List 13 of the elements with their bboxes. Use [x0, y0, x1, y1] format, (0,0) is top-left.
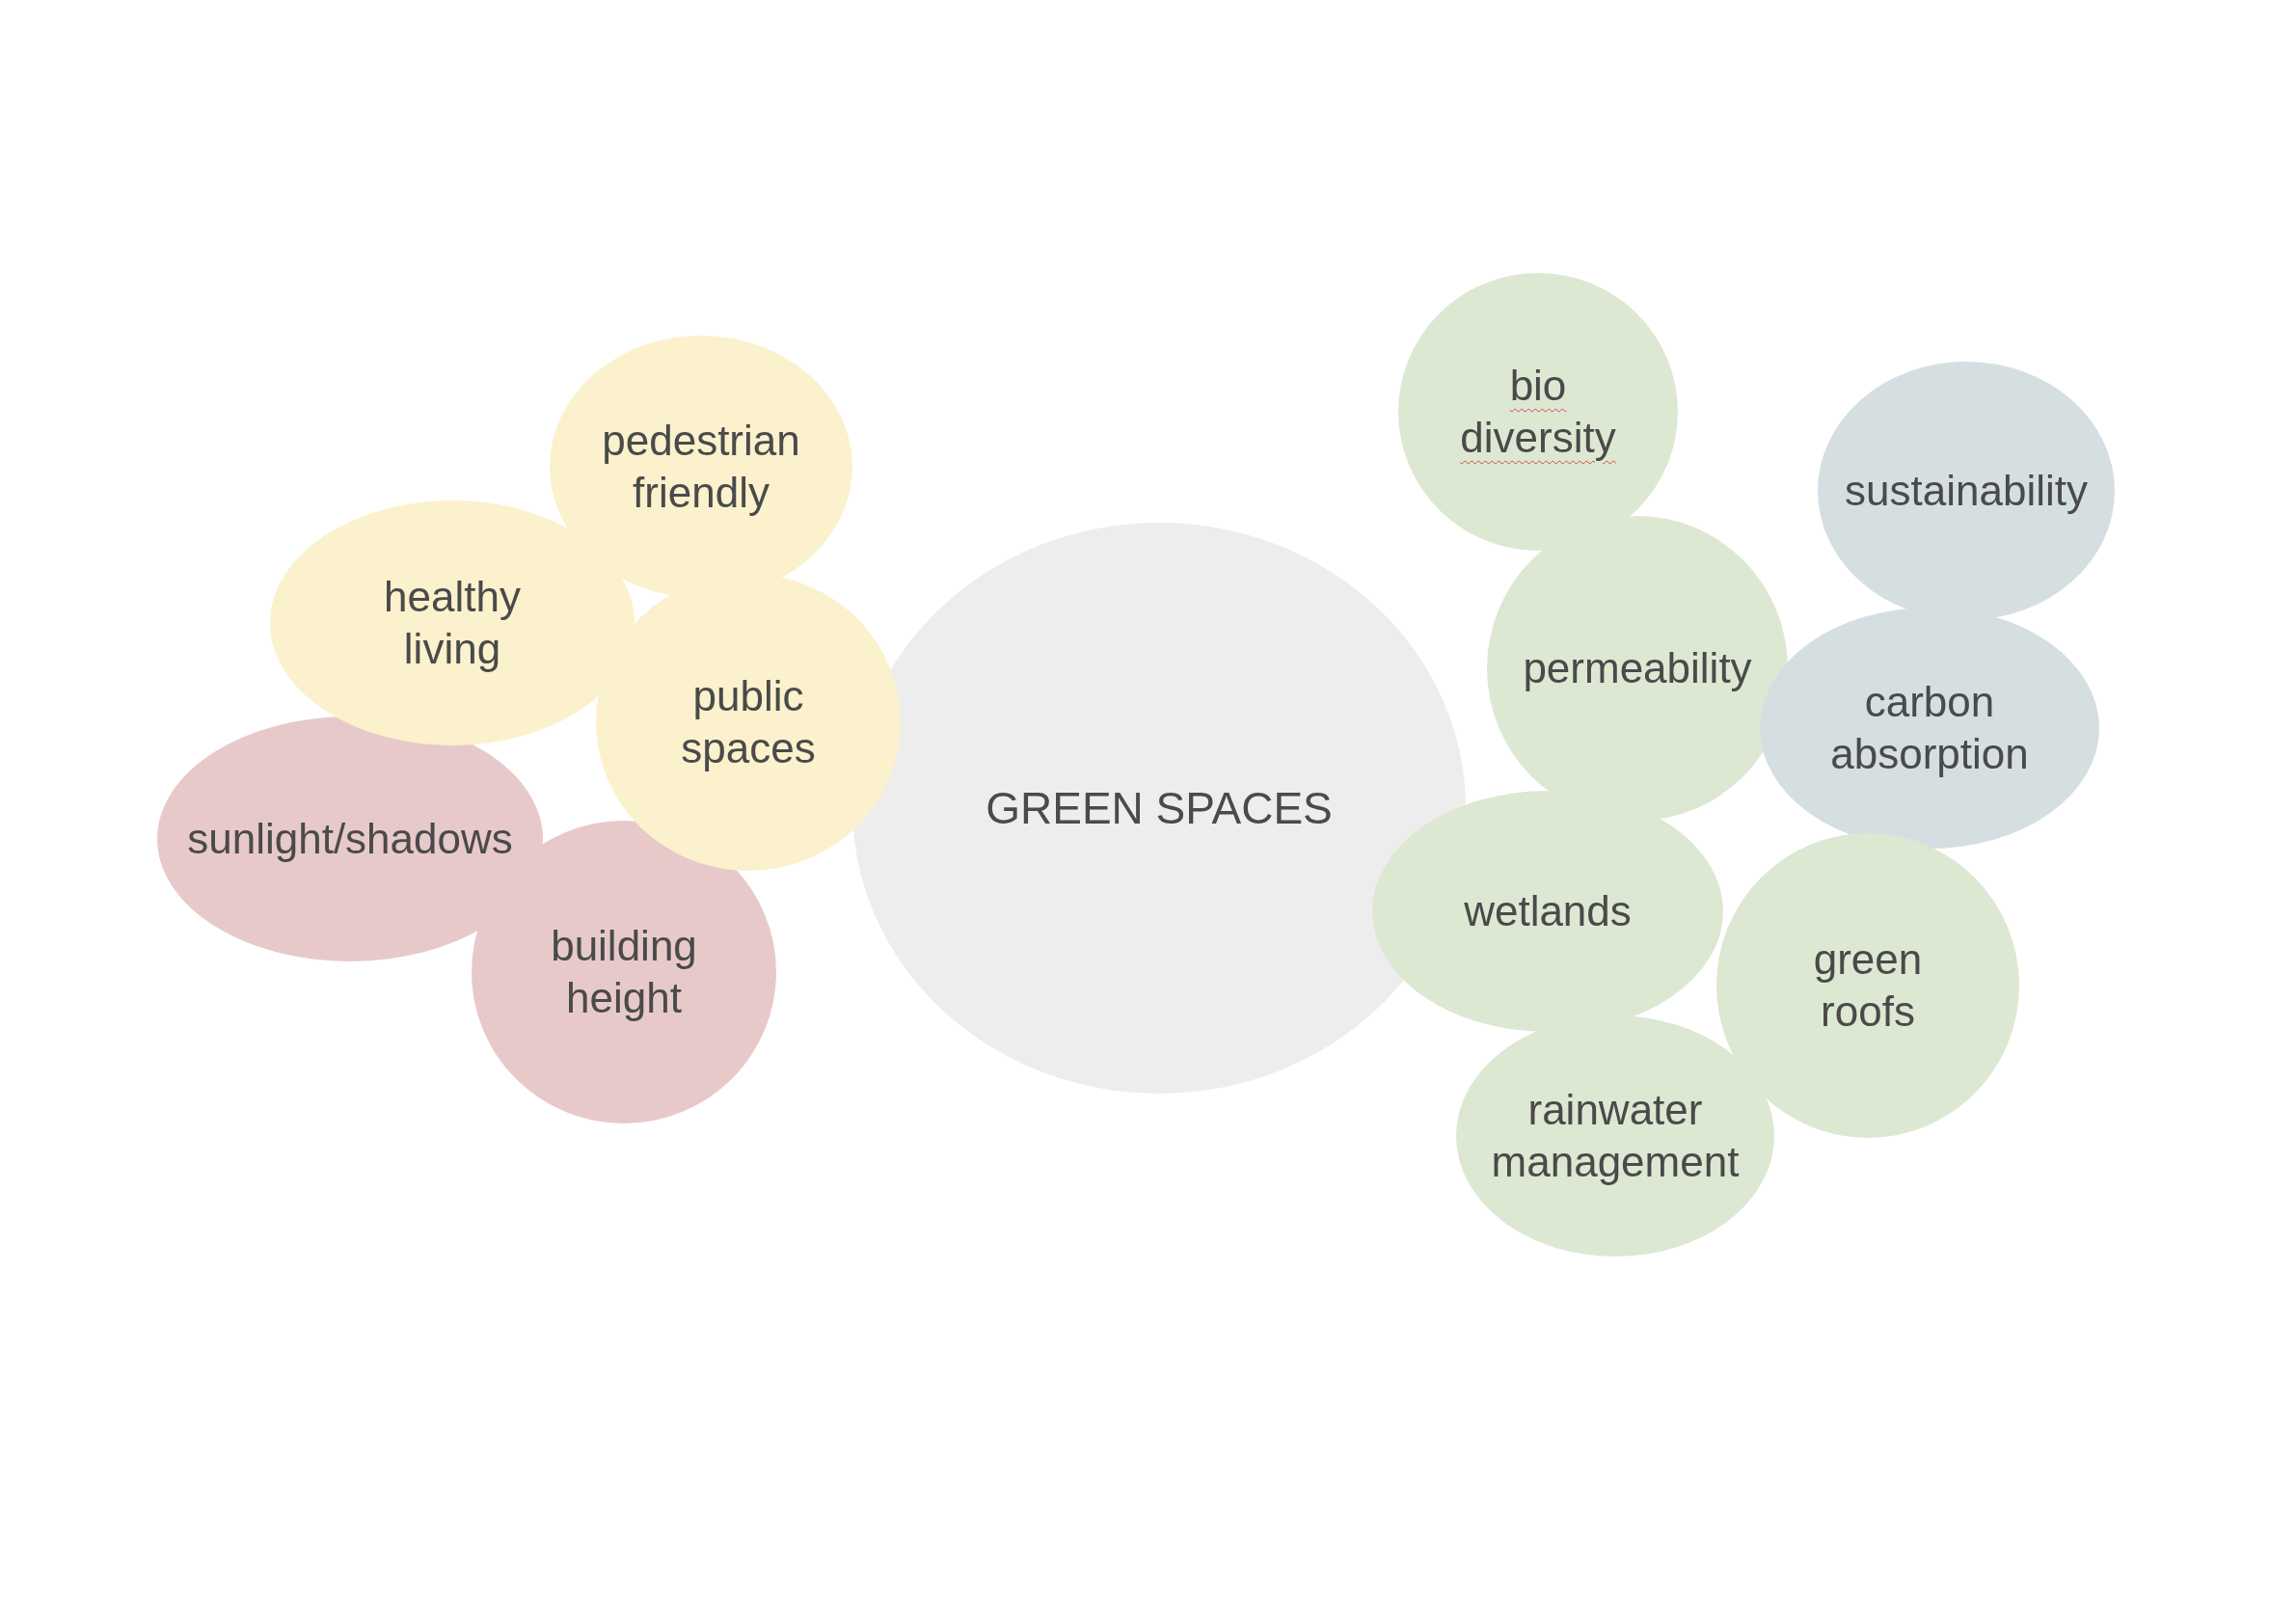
bubble-label: carbon absorption: [1830, 677, 2029, 779]
bubble-label: rainwater management: [1491, 1085, 1740, 1187]
bubble-label: sustainability: [1845, 466, 2088, 517]
bubble-label: green roofs: [1813, 934, 1923, 1037]
bubble-label: building height: [551, 921, 697, 1023]
bubble-label: public spaces: [681, 671, 816, 773]
bubble-label: permeability: [1523, 643, 1752, 694]
bubble-label: healthy living: [384, 572, 521, 674]
bubble-label: GREEN SPACES: [986, 781, 1333, 835]
bubble-label: pedestrian friendly: [602, 416, 800, 518]
bubble-label: sunlight/shadows: [187, 814, 513, 865]
bubble-label: bio diversity: [1460, 361, 1616, 463]
bubble-label: wetlands: [1464, 886, 1632, 937]
